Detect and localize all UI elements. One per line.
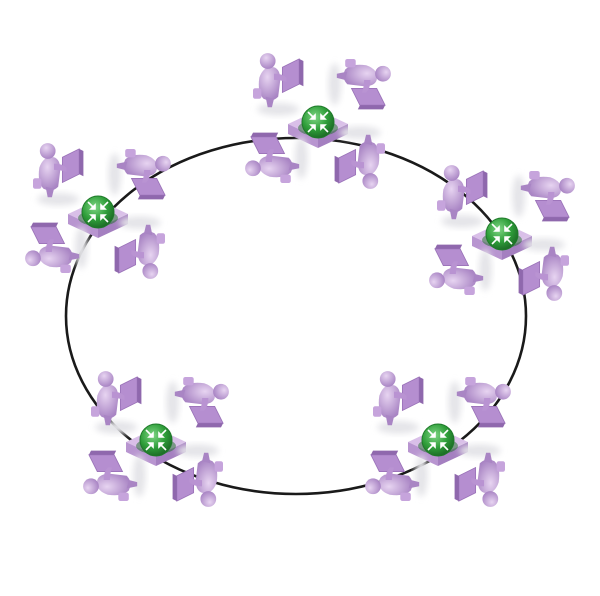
- router-arrows-icon: [481, 217, 523, 251]
- person-at-computer-icon: [365, 451, 427, 501]
- person-at-computer-icon: [328, 59, 390, 109]
- person-at-computer-icon: [437, 165, 487, 227]
- person-at-computer-icon: [519, 238, 569, 300]
- person-at-computer-icon: [173, 444, 223, 506]
- router-arrows-icon: [135, 423, 177, 457]
- person-at-computer-icon: [25, 223, 87, 273]
- person-at-computer-icon: [83, 451, 145, 501]
- person-at-computer-icon: [429, 245, 491, 295]
- ring-cable: [64, 136, 528, 496]
- cluster-top: [245, 53, 391, 189]
- router-arrows-icon: [417, 423, 459, 457]
- person-at-computer-icon: [253, 53, 303, 115]
- cluster-bottom-right: [365, 371, 511, 507]
- person-at-computer-icon: [335, 126, 385, 188]
- person-at-computer-icon: [115, 216, 165, 278]
- cluster-left: [25, 143, 171, 279]
- person-at-computer-icon: [373, 371, 423, 433]
- person-at-computer-icon: [108, 149, 170, 199]
- person-at-computer-icon: [448, 377, 510, 427]
- person-at-computer-icon: [91, 371, 141, 433]
- person-at-computer-icon: [33, 143, 83, 205]
- router-arrows-icon: [297, 105, 339, 139]
- router-arrows-icon: [77, 195, 119, 229]
- person-at-computer-icon: [512, 171, 574, 221]
- cluster-right: [429, 165, 575, 301]
- cluster-bottom-left: [83, 371, 229, 507]
- person-at-computer-icon: [166, 377, 228, 427]
- person-at-computer-icon: [245, 133, 307, 183]
- person-at-computer-icon: [455, 444, 505, 506]
